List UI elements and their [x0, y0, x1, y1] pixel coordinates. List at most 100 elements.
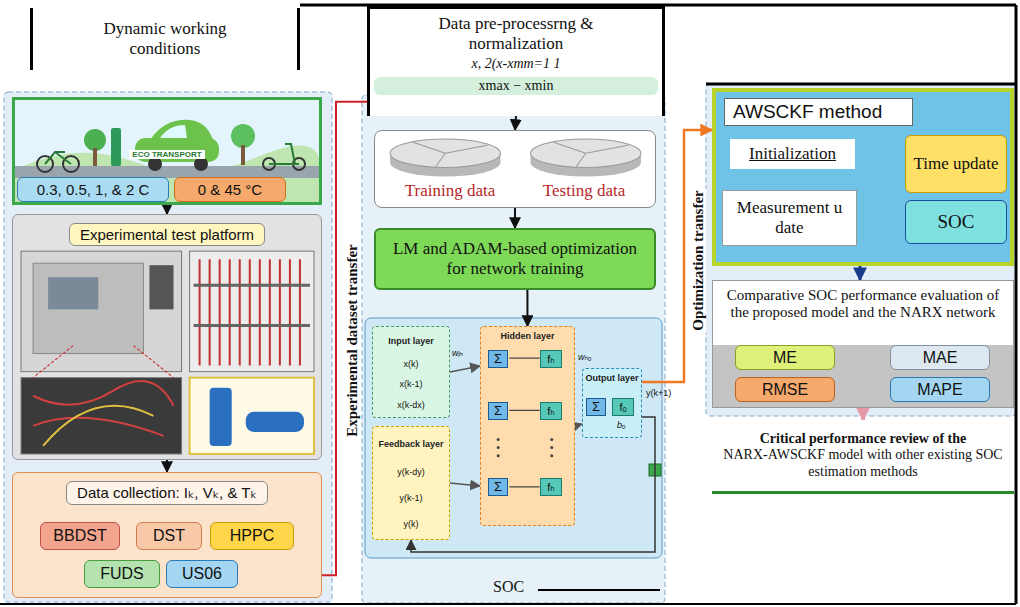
node-text: Initialization [749, 144, 836, 164]
node-text: Input layer [388, 336, 434, 346]
illustration-box: ECO TRANSPORT0.3, 0.5, 1, & 2 C0 & 45 °C [12, 97, 322, 205]
drawing-part [413, 142, 487, 167]
drawing-part [194, 285, 310, 325]
node-text: y(k) [404, 519, 419, 529]
connector [575, 424, 582, 426]
drawing-part [149, 265, 173, 309]
node-text: x(k-1) [400, 379, 423, 389]
drawing-part [531, 139, 641, 167]
dataset-box: Training data Testing data [374, 130, 656, 208]
output-box: SOC [905, 200, 1007, 244]
drawing-part [45, 152, 71, 164]
drawing-part [210, 388, 232, 446]
drawing-part [160, 125, 187, 138]
node-text: Data collection: Iₖ, Vₖ, & Tₖ [66, 481, 268, 505]
connector [450, 366, 480, 372]
node-text: HPPC [230, 527, 274, 545]
drawing-part [194, 157, 208, 171]
node-text: Testing data [543, 181, 625, 201]
drawing-part [33, 263, 143, 353]
drawing-part [554, 142, 628, 167]
drawing-part [231, 124, 255, 148]
feedback-layer: Feedback layer y(k-dy) y(k-1) y(k) [372, 426, 450, 540]
network-panel [365, 318, 662, 558]
node-text: MAPE [917, 381, 962, 399]
header-box: Dynamic working conditions [30, 8, 300, 70]
frame-line [706, 83, 1016, 86]
drawing-part [241, 145, 245, 165]
output-line [538, 589, 660, 591]
drawing-part [550, 446, 553, 449]
drawing-part [111, 128, 121, 166]
drawing-part [497, 446, 500, 449]
node-text: 0 & 45 °C [198, 181, 262, 198]
node-text: Comparative SOC performance evaluation o… [713, 281, 1013, 322]
drawing-part [246, 412, 304, 432]
connector [526, 290, 528, 326]
drawing-part [550, 454, 553, 457]
method-panel: AWSCKF methodInitializationTime updateMe… [712, 88, 1014, 266]
node-text: Data pre-processrng & normalization [370, 14, 662, 53]
preprocess-box: Data pre-processrng & normalization x, 2(… [367, 6, 665, 116]
connector [515, 116, 516, 130]
optimizer-box: LM and ADAM-based optimization for netwo… [374, 228, 656, 290]
connector [450, 483, 480, 486]
drawing-part [190, 378, 314, 454]
drawing-part [43, 406, 153, 446]
node-text: Training data [405, 181, 496, 201]
profile-pill: FUDS [84, 560, 160, 588]
profile-pill: HPPC [210, 522, 294, 550]
node-text: FUDS [100, 565, 144, 583]
data-panel: Data collection: Iₖ, Vₖ, & Tₖ BBDST DST HPP… [12, 472, 322, 598]
column-panel [362, 95, 665, 603]
drawing-part [550, 438, 553, 441]
weight-label: wᵢₕ [452, 348, 463, 358]
drawing-part [200, 259, 300, 365]
node-text: BBDST [53, 527, 106, 545]
metric-pill: RMSE [735, 377, 835, 402]
function-symbol: fₕ [540, 350, 562, 368]
edge-label: Optimization transfer [690, 188, 707, 332]
node-text: ME [773, 349, 797, 367]
node-text: Output layer [585, 373, 638, 383]
profile-pill: US06 [166, 560, 238, 588]
function-symbol: fₕ [540, 478, 562, 496]
drawing-part [133, 346, 173, 378]
node-text: x(k-dx) [397, 400, 425, 410]
platform-panel: Experimental test platform [12, 214, 322, 460]
drawing-part [497, 454, 500, 457]
drawing-part [84, 129, 106, 151]
column-panel [4, 92, 332, 602]
node-text: y(k-1) [400, 493, 423, 503]
node-text: x, 2(x-xmm=1 1 [471, 56, 560, 72]
node-text: Feedback layer [378, 439, 443, 449]
node-text: Experimental test platform [69, 223, 265, 246]
sum-symbol: Σ [488, 350, 508, 368]
edge-label: Experimental dataset transfer [344, 242, 361, 438]
frame-line [1015, 5, 1018, 604]
metric-pill: ME [735, 345, 835, 370]
node-text: SOC [938, 211, 975, 233]
drawing-part [15, 145, 319, 202]
drawing-part [48, 277, 98, 309]
drawing-part [269, 144, 299, 164]
node-text: y(k-dy) [397, 467, 425, 477]
node-text: 0.3, 0.5, 1, & 2 C [37, 181, 150, 198]
frame-line [0, 603, 1016, 605]
drawing-part [509, 358, 539, 487]
node-text: LM and ADAM-based optimization for netwo… [382, 239, 648, 278]
node-text: MAE [923, 349, 958, 367]
drawing-part [497, 438, 500, 441]
drawing-part [150, 120, 213, 140]
review-box: Critical performance review of theNARX-A… [712, 420, 1014, 494]
connector [322, 102, 367, 576]
drawing-part [390, 139, 500, 167]
sum-symbol: Σ [488, 478, 508, 496]
node-text: Time update [914, 154, 999, 174]
profile-pill: DST [136, 522, 202, 550]
node-text: Critical performance review of the [760, 431, 967, 447]
signal-label: y(k+1) [646, 388, 671, 398]
node-text: Hidden layer [500, 331, 554, 341]
